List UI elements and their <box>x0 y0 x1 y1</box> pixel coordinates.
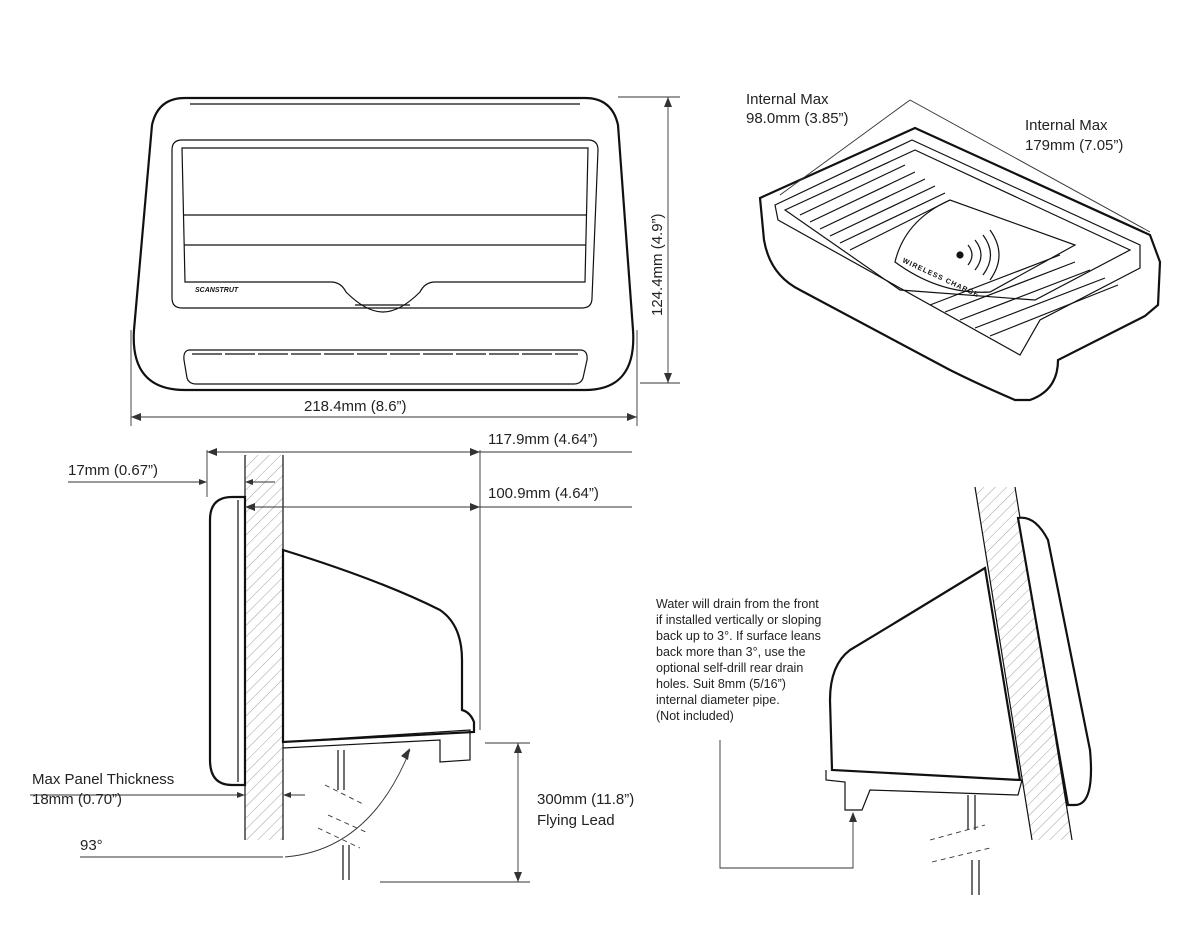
wireless-icon <box>956 229 1000 281</box>
note-line: Water will drain from the front <box>656 597 819 611</box>
panel-thickness-value: 18mm (0.70”) <box>32 791 122 808</box>
note-line: internal diameter pipe. <box>656 693 780 707</box>
overall-depth-dimension: 117.9mm (4.64”) <box>488 431 598 448</box>
note-line: back up to 3°. If surface leans <box>656 629 821 643</box>
note-line: (Not included) <box>656 709 734 723</box>
width-dimension: 218.4mm (8.6”) <box>304 398 407 415</box>
body-depth-dimension: 100.9mm (4.64”) <box>488 485 599 502</box>
tilted-side-view <box>719 486 1093 895</box>
note-line: holes. Suit 8mm (5/16”) <box>656 677 786 691</box>
internal-width-value: 98.0mm (3.85”) <box>746 110 849 127</box>
front-view: SCANSTRUT 124.4mm (4.9”) 218.4mm (8.6”) <box>130 96 680 426</box>
panel-thickness-label: Max Panel Thickness <box>32 771 174 788</box>
flying-lead-label: Flying Lead <box>537 812 615 829</box>
height-dimension: 124.4mm (4.9”) <box>649 213 666 316</box>
side-view: 117.9mm (4.64”) 17mm (0.67”) 100.9mm (4.… <box>30 431 634 883</box>
internal-length-label: Internal Max <box>1025 117 1108 134</box>
internal-length-value: 179mm (7.05”) <box>1025 137 1123 154</box>
angle-label: 93° <box>80 837 103 854</box>
note-line: if installed vertically or sloping <box>656 613 821 627</box>
drain-note: Water will drain from the front if insta… <box>656 597 821 723</box>
brand-logo: SCANSTRUT <box>195 287 239 294</box>
lead-length-dimension: 300mm (11.8”) <box>537 791 634 808</box>
bezel-depth-dimension: 17mm (0.67”) <box>68 462 158 479</box>
note-line: optional self-drill rear drain <box>656 661 803 675</box>
note-line: back more than 3°, use the <box>656 645 806 659</box>
internal-width-label: Internal Max <box>746 91 829 108</box>
ribs <box>799 164 1119 337</box>
isometric-view: WIRELESS CHARGE Internal Max 98.0mm (3.8… <box>746 91 1162 402</box>
